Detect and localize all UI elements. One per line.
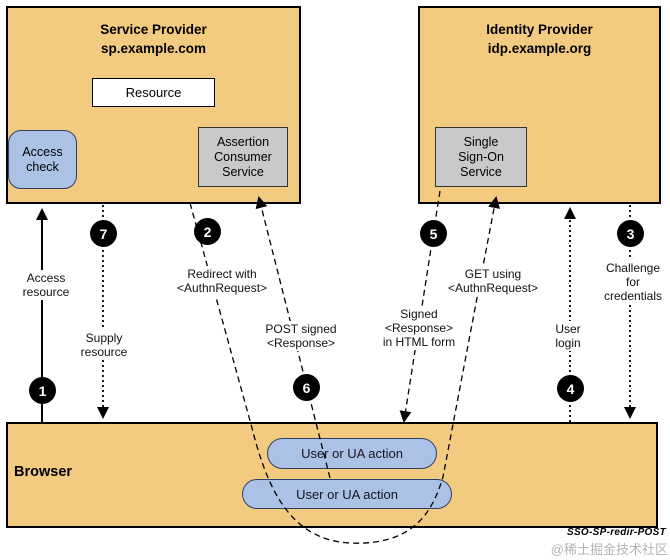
step-circle-6: 6 xyxy=(293,374,320,401)
resource-node: Resource xyxy=(92,78,215,107)
identity-provider-title: Identity Provider idp.example.org xyxy=(420,20,659,58)
label-redirect-authnrequest: Redirect with <AuthnRequest> xyxy=(173,266,271,296)
label-signed-response-form: Signed <Response> in HTML form xyxy=(379,306,459,350)
diagram-caption: SSO-SP-redir-POST xyxy=(566,527,666,538)
sp-host-line: sp.example.com xyxy=(100,41,207,56)
label-supply-resource: Supply resource xyxy=(77,330,131,360)
idp-host-line: idp.example.org xyxy=(487,41,592,56)
step-circle-5: 5 xyxy=(420,220,447,247)
service-provider-title: Service Provider sp.example.com xyxy=(8,20,299,58)
browser-label: Browser xyxy=(14,464,73,480)
assertion-consumer-service-node: Assertion Consumer Service xyxy=(198,127,288,187)
step-circle-2: 2 xyxy=(194,218,221,245)
user-ua-action-pill-1: User or UA action xyxy=(267,438,437,469)
idp-title-line: Identity Provider xyxy=(486,22,593,37)
label-post-signed-response: POST signed <Response> xyxy=(262,321,340,351)
label-user-login: User login xyxy=(552,321,584,351)
step-circle-4: 4 xyxy=(557,375,584,402)
label-access-resource: Access resource xyxy=(19,270,73,300)
user-ua-action-pill-2: User or UA action xyxy=(242,479,452,509)
label-challenge-credentials: Challenge for credentials xyxy=(600,260,666,304)
label-get-authnrequest: GET using <AuthnRequest> xyxy=(444,266,542,296)
step-circle-3: 3 xyxy=(617,220,644,247)
single-sign-on-service-node: Single Sign-On Service xyxy=(435,127,527,187)
step-circle-1: 1 xyxy=(29,377,56,404)
watermark: @稀土掘金技术社区 xyxy=(550,542,668,557)
access-check-node: Access check xyxy=(8,130,77,189)
step-circle-7: 7 xyxy=(90,220,117,247)
sp-title-line: Service Provider xyxy=(100,22,207,37)
